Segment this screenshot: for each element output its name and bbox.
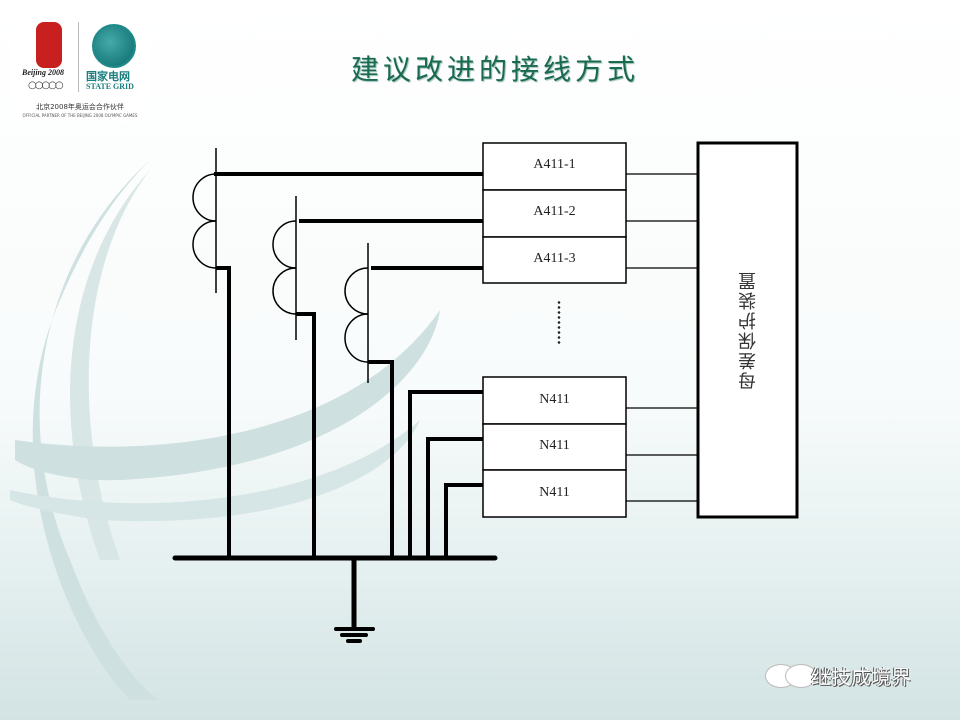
protection-device-label: 母差保护装置 — [738, 270, 759, 390]
phase-leads — [214, 172, 484, 270]
wechat-watermark: 继技成境界 — [765, 661, 911, 690]
current-transformer-ct3 — [344, 243, 369, 383]
terminal-label: A411-3 — [533, 251, 576, 266]
wechat-icon — [785, 663, 817, 688]
ellipsis-dots — [557, 300, 561, 346]
terminal-blocks — [482, 142, 627, 518]
beijing-2008-text: Beijing 2008 — [22, 68, 65, 77]
partner-text-cn: 北京2008年奥运会合作伙伴 — [36, 103, 124, 111]
current-transformer-ct1 — [192, 148, 217, 293]
state-grid-cn: 国家电网 — [86, 70, 130, 83]
terminal-label: N411 — [539, 438, 570, 453]
watermark-text: 继技成境界 — [811, 665, 911, 689]
terminal-label: N411 — [539, 485, 570, 500]
state-grid-globe-icon — [92, 24, 136, 68]
device-leads — [626, 173, 698, 502]
neutral-taps — [216, 266, 394, 558]
olympic-rings-icon: ○○○○○ — [28, 80, 64, 91]
ground-icon — [334, 555, 375, 643]
beijing-olympic-emblem-icon — [36, 22, 62, 68]
n411-leads — [408, 390, 484, 558]
current-transformer-ct2 — [272, 196, 297, 340]
state-grid-en: STATE GRID — [86, 82, 134, 91]
terminal-label: A411-1 — [533, 157, 576, 172]
partner-text-en: OFFICIAL PARTNER OF THE BEIJING 2008 OLY… — [22, 113, 138, 118]
bus-differential-protection-device — [696, 141, 799, 519]
slide-title: 建议改进的接线方式 — [350, 53, 639, 86]
beijing-2008-state-grid-logo: Beijing 2008 ○○○○○ 国家电网 STATE GRID 北京200… — [10, 10, 150, 122]
terminal-label: N411 — [539, 392, 570, 407]
terminal-label: A411-2 — [533, 204, 576, 219]
logo-divider — [78, 22, 79, 92]
